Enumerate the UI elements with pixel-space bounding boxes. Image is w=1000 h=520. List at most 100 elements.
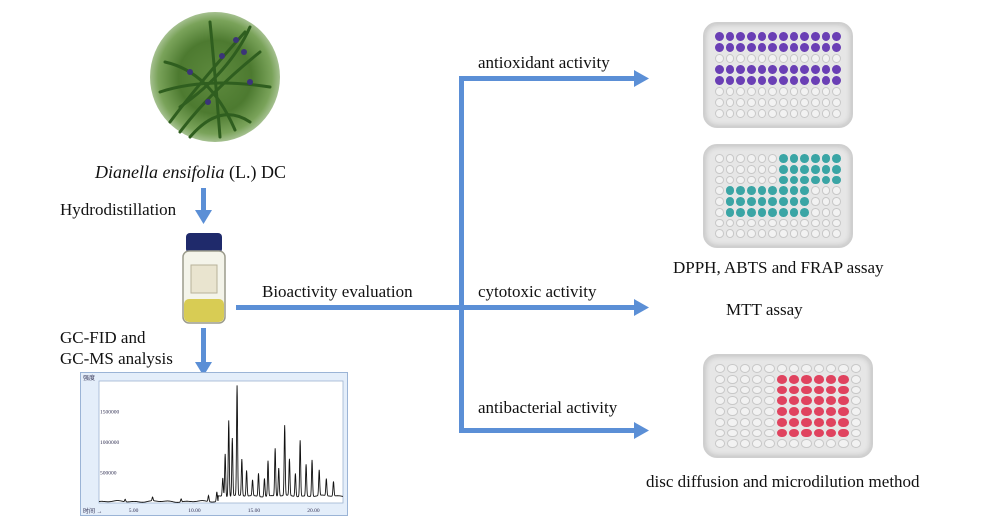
- well: [779, 76, 788, 85]
- well: [757, 54, 767, 63]
- well: [811, 32, 820, 41]
- well: [736, 43, 745, 52]
- well: [725, 154, 735, 163]
- well: [727, 396, 738, 405]
- well: [776, 428, 787, 438]
- well: [788, 428, 800, 438]
- well: [715, 186, 724, 195]
- well: [800, 229, 809, 238]
- well: [747, 229, 756, 238]
- well: [821, 175, 831, 185]
- well: [739, 428, 750, 438]
- well: [801, 439, 812, 448]
- well: [727, 407, 738, 416]
- well: [800, 76, 809, 85]
- well: [811, 229, 820, 238]
- well: [850, 364, 861, 373]
- well: [779, 43, 788, 52]
- disc-diffusion-label: disc diffusion and microdilution method: [646, 472, 920, 491]
- well: [825, 396, 837, 405]
- gc-ms-label: GC-MS analysis: [60, 349, 173, 368]
- well: [779, 164, 788, 174]
- well: [736, 87, 745, 96]
- well: [825, 374, 837, 384]
- well: [789, 32, 799, 41]
- well: [727, 364, 738, 373]
- well: [800, 154, 809, 163]
- well: [811, 87, 820, 96]
- well: [757, 43, 767, 52]
- well: [832, 186, 841, 195]
- well: [715, 396, 726, 405]
- well: [789, 175, 799, 185]
- well: [747, 87, 756, 96]
- well: [736, 229, 745, 238]
- well: [715, 154, 724, 163]
- well: [825, 364, 837, 373]
- well: [788, 374, 800, 384]
- well: [789, 98, 799, 107]
- well: [747, 164, 756, 174]
- well: [715, 407, 726, 416]
- well: [813, 396, 824, 405]
- plate-antibacterial-pink: [703, 354, 873, 458]
- well: [850, 374, 861, 384]
- well: [821, 197, 831, 206]
- well: [776, 385, 787, 395]
- well: [764, 417, 775, 427]
- well: [725, 76, 735, 85]
- well: [757, 218, 767, 228]
- well: [757, 109, 767, 118]
- well: [800, 43, 809, 52]
- chrom-x-tick-0: 5.00: [129, 508, 139, 514]
- well: [821, 186, 831, 195]
- well: [747, 43, 756, 52]
- cytotoxic-label: cytotoxic activity: [478, 282, 597, 301]
- well: [788, 385, 800, 395]
- well: [800, 109, 809, 118]
- well: [757, 98, 767, 107]
- well: [725, 229, 735, 238]
- well: [801, 428, 812, 438]
- chrom-y-tick-2: 500000: [100, 471, 117, 477]
- well: [768, 207, 777, 217]
- well: [768, 32, 777, 41]
- well: [779, 54, 788, 63]
- well: [789, 54, 799, 63]
- arrow-hydro-head: [195, 210, 212, 224]
- well: [779, 87, 788, 96]
- well: [727, 428, 738, 438]
- chrom-x-tick-3: 20.00: [307, 508, 320, 514]
- well: [747, 175, 756, 185]
- well: [832, 87, 841, 96]
- arrow-antibacterial-head: [634, 422, 649, 439]
- well: [811, 175, 820, 185]
- well: [736, 186, 745, 195]
- chrom-x-label: 时间 →: [83, 507, 103, 515]
- well: [776, 396, 787, 405]
- well: [757, 76, 767, 85]
- arrow-cytotoxic-shaft: [459, 305, 637, 310]
- well: [715, 65, 724, 74]
- well: [739, 396, 750, 405]
- well: [747, 218, 756, 228]
- well: [850, 417, 861, 427]
- antibacterial-label: antibacterial activity: [478, 398, 618, 417]
- well: [789, 229, 799, 238]
- well: [768, 218, 777, 228]
- well: [779, 197, 788, 206]
- well: [821, 76, 831, 85]
- well: [801, 407, 812, 416]
- well: [751, 364, 763, 373]
- well: [757, 154, 767, 163]
- well: [736, 164, 745, 174]
- well: [739, 417, 750, 427]
- species-name-italic: Dianella ensifolia: [95, 162, 225, 182]
- well: [725, 164, 735, 174]
- arrow-cytotoxic-head: [634, 299, 649, 316]
- well: [757, 207, 767, 217]
- well: [832, 175, 841, 185]
- well: [747, 32, 756, 41]
- arrow-antioxidant-head: [634, 70, 649, 87]
